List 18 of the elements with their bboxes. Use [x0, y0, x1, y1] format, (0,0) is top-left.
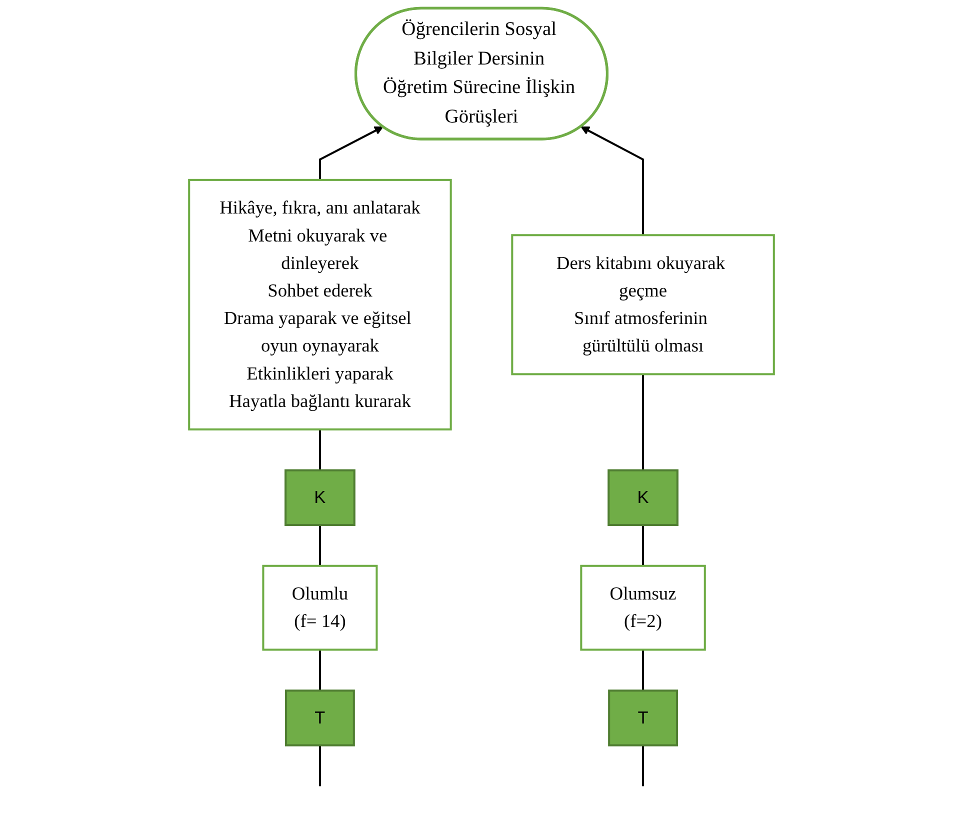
- connector: [318, 524, 321, 566]
- node-box: [580, 564, 706, 651]
- node-box: [188, 178, 452, 430]
- connector: [642, 650, 644, 691]
- node-box: [511, 234, 775, 376]
- node-box: [284, 469, 356, 526]
- connector: [642, 524, 644, 566]
- node-box: [608, 690, 678, 746]
- connector: [642, 745, 644, 786]
- node-box: [262, 564, 378, 651]
- arrow: [580, 126, 644, 236]
- arrow: [318, 126, 384, 180]
- connector: [642, 374, 644, 470]
- connector: [318, 429, 321, 470]
- connector: [318, 745, 321, 786]
- node-box: [285, 690, 355, 746]
- node-box: [608, 469, 678, 526]
- connector: [318, 650, 321, 691]
